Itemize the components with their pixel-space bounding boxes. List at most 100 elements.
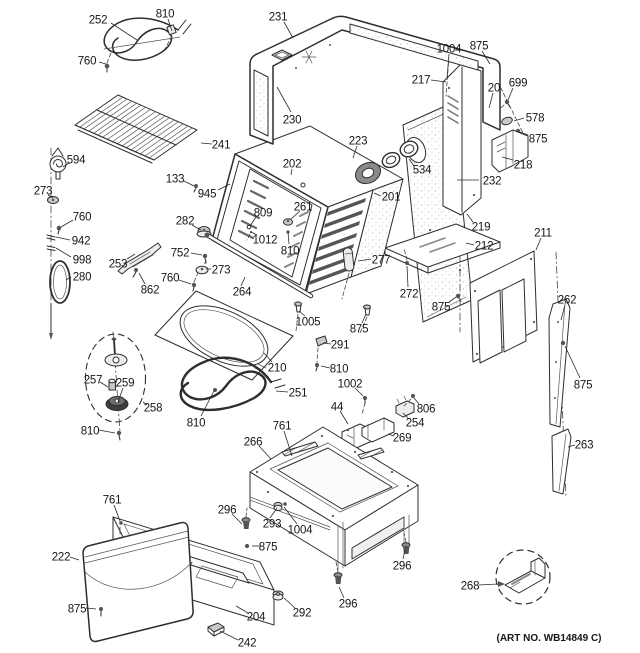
leader-line-210 [263,352,273,363]
part-label-253: 253 [109,258,128,270]
leader-line-202 [290,168,293,176]
leader-line-1004 [446,53,450,79]
part-label-810: 810 [156,8,175,20]
part-label-254: 254 [406,417,425,429]
part-label-809: 809 [254,207,273,219]
part-label-223: 223 [349,135,368,147]
leader-line-594 [62,162,70,168]
part-label-232: 232 [483,175,502,187]
leader-line-945 [217,183,231,191]
leader-line-875 [361,313,367,324]
leader-line-259 [117,387,124,403]
part-label-761: 761 [103,494,122,506]
part-label-273: 273 [212,264,231,276]
part-label-230: 230 [283,114,302,126]
mid-fasteners-art [294,301,371,372]
part-label-217: 217 [412,74,431,86]
part-label-201: 201 [382,191,401,203]
temp-sensor-assembly-art [46,147,71,340]
line-art-layer [46,15,572,643]
part-label-291: 291 [331,339,350,351]
part-label-810: 810 [187,417,206,429]
part-label-262: 262 [558,294,577,306]
part-label-1002: 1002 [338,378,363,390]
part-label-44: 44 [331,401,344,413]
leader-line-282 [191,224,202,231]
part-label-263: 263 [575,439,594,451]
bake-element-art [179,356,286,412]
leader-line-44 [339,410,349,425]
leader-line-998 [55,247,72,258]
part-label-258: 258 [144,402,163,414]
leader-line-20 [488,92,494,109]
part-label-133: 133 [166,173,185,185]
leader-line-875 [519,131,529,136]
rear-panel-211-art [455,250,538,364]
part-label-257: 257 [84,374,103,386]
part-label-810: 810 [330,363,349,375]
part-label-259: 259 [116,377,135,389]
leader-line-761 [283,430,293,457]
part-label-202: 202 [283,158,302,170]
part-label-810: 810 [281,245,300,257]
leader-line-699 [507,87,514,101]
anti-tip-bracket-art [495,549,551,605]
leader-line-212 [465,242,475,246]
leader-line-273 [47,194,54,199]
leader-line-266 [258,445,272,460]
leader-line-257 [99,381,109,388]
leader-line-218 [501,156,514,161]
leader-line-280 [65,276,72,281]
part-label-875: 875 [350,323,369,335]
part-label-292: 292 [293,607,312,619]
part-label-1005: 1005 [296,316,321,328]
probe-handle-art [117,242,162,278]
leader-line-269 [387,433,395,437]
leader-line-862 [138,272,146,285]
leveling-kit-art [84,331,147,441]
leader-line-810 [320,365,331,369]
leader-line-1004 [283,506,298,525]
part-label-219: 219 [472,221,491,233]
leader-line-223 [352,145,358,159]
leader-line-296 [402,549,406,560]
leader-line-217 [430,79,447,83]
leader-line-261 [290,210,301,220]
leader-line-242 [219,630,239,641]
leader-line-254 [402,412,409,419]
oven-cavity-art [204,125,404,300]
part-label-231: 231 [269,11,288,23]
leader-line-296 [231,513,243,525]
part-label-264: 264 [233,286,252,298]
leader-line-262 [560,304,566,321]
part-label-875: 875 [529,133,548,145]
broil-element-art [103,17,192,73]
leader-line-810 [200,390,215,417]
leader-line-875 [448,296,457,303]
part-label-20: 20 [488,82,500,94]
leader-line-809 [249,216,257,227]
part-label-699: 699 [509,77,528,89]
part-label-296: 296 [393,560,412,572]
part-label-204: 204 [247,611,266,623]
top-cover-art [249,15,501,145]
part-label-210: 210 [268,362,287,374]
leader-line-296 [338,586,345,599]
leader-line-875 [481,50,491,65]
leader-line-133 [183,180,195,187]
part-label-862: 862 [141,284,160,296]
part-label-578: 578 [526,112,545,124]
art-number-text: (ART NO. WB14849 C) [496,633,601,644]
part-label-1004: 1004 [437,43,463,55]
leader-line-293 [269,507,278,519]
part-label-296: 296 [339,598,358,610]
leader-line-806 [413,397,420,405]
leader-line-263 [567,444,576,448]
part-label-266: 266 [244,436,263,448]
leader-line-291 [322,342,332,345]
part-label-875: 875 [68,603,87,615]
part-label-760: 760 [73,211,92,223]
leader-line-760 [178,279,192,285]
leader-line-241 [200,142,213,145]
